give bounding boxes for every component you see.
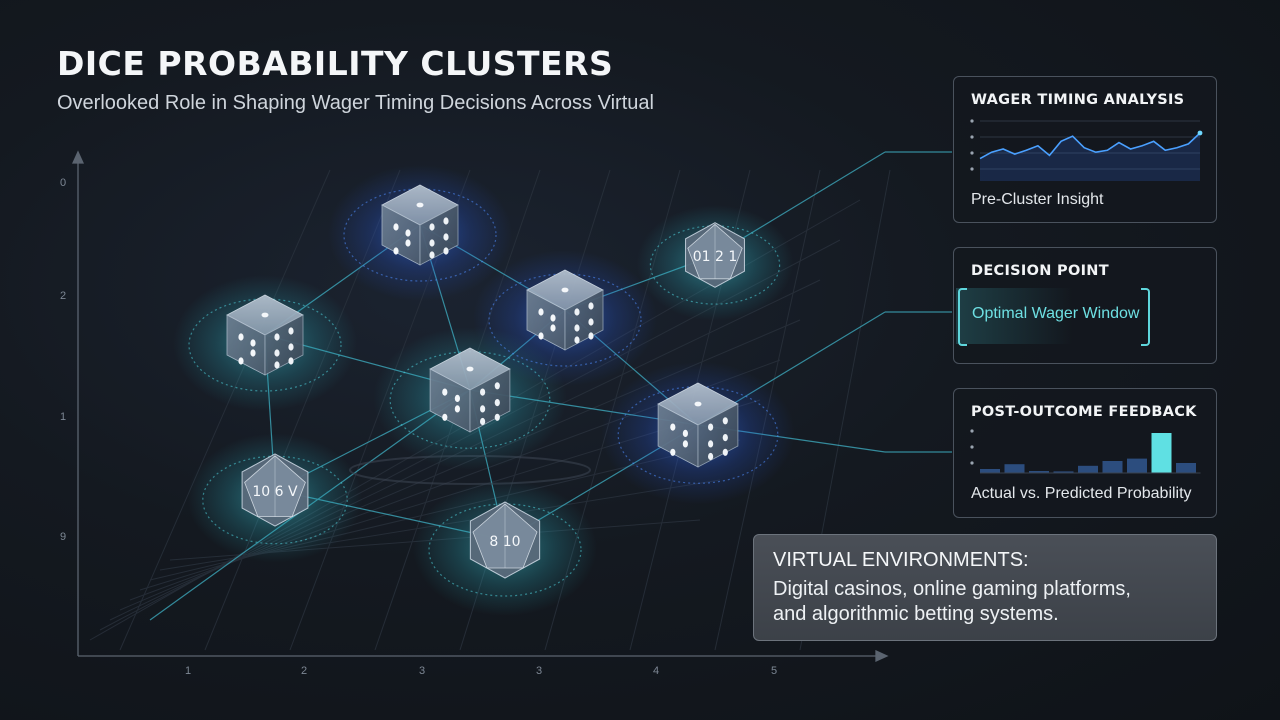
x-tick-0: 1 (185, 665, 192, 677)
feedback-bar (1102, 461, 1123, 473)
decision-point-title: DECISION POINT (971, 263, 1109, 279)
feedback-bar (1176, 463, 1196, 473)
die-right (657, 382, 739, 468)
y-tick-dot (970, 151, 974, 155)
feedback-bar (1053, 471, 1074, 473)
feedback-bar (980, 469, 1000, 473)
feedback-bar (1151, 433, 1172, 473)
x-tick-2: 3 (419, 665, 426, 677)
wager-timing-caption: Pre-Cluster Insight (971, 191, 1104, 208)
optimal-wager-window-label: Optimal Wager Window (972, 305, 1140, 322)
virtual-environments-line-1: Digital casinos, online gaming platforms… (773, 578, 1131, 600)
sparkline-end-point (1197, 130, 1203, 136)
window-bracket-right (1141, 288, 1150, 346)
y-tick-0: 0 (60, 177, 67, 189)
feedback-bar (1004, 464, 1025, 473)
y-tick-dot (970, 119, 974, 123)
sparkline-area (980, 133, 1200, 181)
die-d12-orbit (649, 225, 781, 305)
y-tick-1: 2 (60, 290, 67, 302)
y-tick-2: 1 (60, 411, 67, 423)
dice-layer: 01 2 1 10 6 V 8 10 (226, 184, 745, 579)
y-tick-dot (970, 461, 974, 465)
y-tick-dot (970, 167, 974, 171)
wager-timing-chart (970, 119, 1203, 181)
feedback-panel: POST-OUTCOME FEEDBACK Actual vs. Predict… (953, 388, 1217, 518)
feedback-bar (1078, 465, 1098, 473)
x-tick-4: 4 (653, 665, 660, 677)
virtual-environments-line-2: and algorithmic betting systems. (773, 603, 1059, 625)
page-subtitle: Overlooked Role in Shaping Wager Timing … (57, 92, 654, 114)
x-tick-1: 2 (301, 665, 308, 677)
die-d10: 8 10 (469, 501, 541, 579)
die-top (381, 184, 459, 266)
x-tick-5: 5 (771, 665, 778, 677)
y-tick-3: 9 (60, 531, 67, 543)
die-d10-numbers: 8 10 (489, 534, 520, 550)
die-upper-right (526, 269, 604, 351)
page-title: DICE PROBABILITY CLUSTERS (57, 44, 614, 83)
virtual-environments-box: VIRTUAL ENVIRONMENTS: Digital casinos, o… (753, 534, 1217, 641)
feedback-title: POST-OUTCOME FEEDBACK (971, 404, 1197, 420)
wager-timing-panel: WAGER TIMING ANALYSIS Pre-Cluster Insigh… (953, 76, 1217, 223)
wager-timing-title: WAGER TIMING ANALYSIS (971, 92, 1185, 108)
die-d20-numbers: 10 6 V (252, 484, 298, 500)
optimal-wager-window: Optimal Wager Window (956, 288, 1150, 346)
window-bracket-left (958, 288, 967, 346)
feedback-bar (1127, 458, 1147, 473)
chart-axes (71, 150, 889, 663)
feedback-caption: Actual vs. Predicted Probability (971, 485, 1192, 502)
y-tick-dot (970, 429, 974, 433)
decision-point-panel: DECISION POINT Optimal Wager Window (953, 247, 1217, 364)
sparkline-line (979, 132, 1201, 160)
die-d12: 01 2 1 (685, 222, 745, 288)
x-tick-3: 3 (536, 665, 543, 677)
feedback-bar-chart (970, 429, 1201, 474)
die-left (226, 294, 304, 376)
feedback-bar (1029, 471, 1049, 473)
y-tick-dot (970, 135, 974, 139)
die-d20: 10 6 V (241, 453, 309, 527)
die-center (429, 347, 511, 433)
virtual-environments-title: VIRTUAL ENVIRONMENTS: (773, 549, 1029, 571)
die-d12-numbers: 01 2 1 (693, 249, 738, 265)
y-tick-dot (970, 445, 974, 449)
